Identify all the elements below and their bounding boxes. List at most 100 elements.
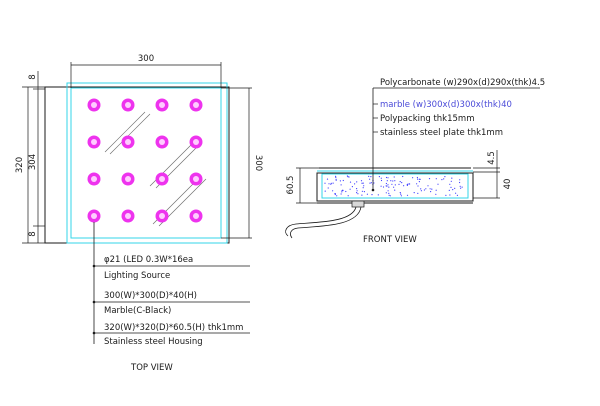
layer-polypacking: Polypacking thk15mm	[380, 114, 474, 124]
marble-speck	[402, 175, 404, 178]
marble-speck	[335, 175, 337, 177]
marble-speck	[431, 188, 433, 190]
marble-speck	[382, 186, 385, 188]
marble-speck	[388, 194, 390, 196]
top-margin-label: 8	[28, 74, 38, 79]
marble-speck	[356, 192, 358, 194]
marble-callout-line2: Marble(C-Black)	[104, 306, 171, 316]
marble-speck	[418, 181, 420, 183]
led-core	[125, 176, 131, 182]
marble-speck	[369, 178, 371, 180]
marble-speck	[399, 192, 401, 194]
housing-callout-line1: 320(W)*320(D)*60.5(H) thk1mm	[104, 323, 243, 333]
marble-texture	[324, 175, 463, 197]
front-height-dimension: 60.5	[286, 167, 319, 204]
led-core	[91, 213, 97, 219]
bottom-margin-label: 8	[28, 231, 38, 236]
led-callout-line2: Lighting Source	[104, 271, 170, 281]
marble-speck	[327, 187, 329, 189]
marble-speck	[349, 188, 351, 190]
marble-speck	[371, 194, 373, 196]
marble-speck	[449, 194, 451, 196]
front-height-label: 60.5	[286, 176, 296, 195]
marble-speck	[339, 180, 341, 182]
marble-speck	[393, 176, 395, 178]
marble-speck	[324, 190, 326, 192]
marble-speck	[385, 182, 387, 185]
marble-speck	[400, 193, 402, 195]
marble-speck	[394, 184, 396, 186]
marble-speck	[335, 179, 337, 181]
height-dimension-right: 300	[221, 87, 263, 239]
marble-speck	[356, 181, 358, 183]
marble-speck	[351, 186, 353, 188]
marble-speck	[345, 190, 347, 193]
marble-speck	[349, 181, 352, 183]
led-core	[91, 102, 97, 108]
led-grid	[87, 98, 203, 223]
front-view: 60.5 4.5 40 Polycarbonate (w)290x(d)290x…	[285, 78, 545, 245]
marble-speck	[354, 183, 356, 185]
marble-speck	[348, 176, 350, 178]
led-core	[193, 213, 199, 219]
marble-speck	[335, 178, 337, 180]
width-dim-label: 300	[138, 54, 154, 64]
marble-speck	[454, 187, 456, 189]
marble-speck	[340, 184, 342, 186]
marble-speck	[388, 192, 390, 194]
marble-speck	[448, 189, 450, 191]
marble-speck	[330, 182, 332, 184]
callout-leaders	[92, 222, 250, 344]
marble-speck	[420, 188, 422, 190]
marble-speck	[368, 175, 370, 177]
marble-speck	[340, 193, 342, 195]
marble-speck	[444, 176, 446, 178]
marble-speck	[416, 176, 418, 179]
marble-speck	[332, 182, 334, 184]
marble-speck	[387, 177, 389, 179]
marble-speck	[449, 183, 451, 185]
marble-speck	[363, 191, 365, 193]
marble-speck	[445, 194, 447, 196]
marble-speck	[394, 180, 396, 182]
led-core	[159, 139, 165, 145]
marble-speck	[420, 190, 422, 192]
layer-leaders	[371, 87, 540, 192]
marble-speck	[435, 189, 437, 191]
marble-speck	[377, 194, 379, 196]
marble-speck	[393, 186, 395, 188]
marble-speck	[386, 180, 388, 182]
marble-speck	[341, 191, 343, 193]
marble-speck	[451, 177, 453, 179]
power-cable	[285, 200, 365, 239]
marble-speck	[390, 180, 392, 182]
marble-speck	[380, 177, 382, 179]
marble-speck	[429, 188, 431, 190]
marble-speck	[450, 180, 452, 182]
layer-leader-ticks	[373, 103, 378, 133]
marble-speck	[460, 187, 462, 189]
housing-callout-line2: Stainless steel Housing	[104, 337, 203, 347]
marble-speck	[370, 176, 372, 178]
overall-height-label: 320	[15, 157, 25, 173]
front-marble	[321, 173, 469, 199]
marble-speck	[452, 189, 454, 191]
led-callout-line1: φ21 (LED 0.3W*16ea	[104, 255, 193, 265]
marble-speck	[335, 176, 337, 178]
marble-speck	[369, 182, 371, 184]
height-dim-right-label: 300	[253, 155, 263, 171]
marble-speck	[370, 182, 372, 184]
marble-speck	[347, 195, 349, 197]
marble-speck	[391, 183, 393, 185]
marble-speck	[380, 185, 382, 187]
marble-speck	[362, 187, 364, 189]
led-core	[193, 176, 199, 182]
marble-speck	[360, 180, 363, 182]
led-core	[125, 213, 131, 219]
marble-speck	[357, 193, 359, 195]
marble-speck	[425, 188, 427, 190]
marble-speck	[326, 178, 329, 180]
marble-speck	[362, 182, 364, 184]
marble-callout-line1: 300(W)*300(D)*40(H)	[104, 291, 197, 301]
inner-height-label: 304	[28, 154, 38, 170]
